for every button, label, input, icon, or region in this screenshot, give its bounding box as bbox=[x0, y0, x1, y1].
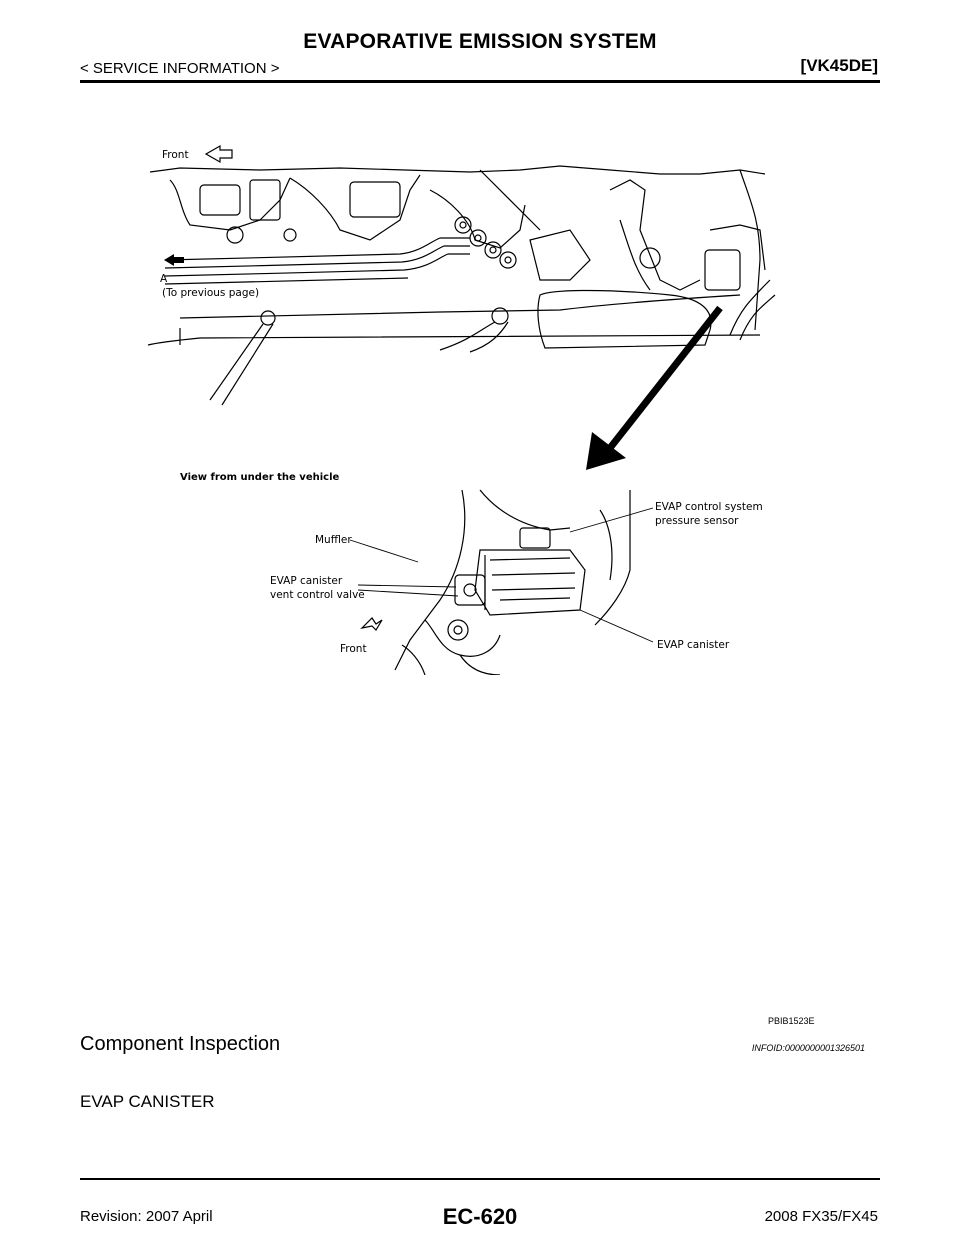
canister-label: EVAP canister bbox=[657, 639, 730, 651]
evap-canister-subheading: EVAP CANISTER bbox=[80, 1092, 215, 1111]
header-rule bbox=[80, 80, 880, 83]
a-arrow-icon bbox=[164, 254, 184, 266]
a-marker-label: A bbox=[160, 273, 168, 285]
pressure-sensor-label-line2: pressure sensor bbox=[655, 515, 739, 527]
revision-label: Revision: 2007 April bbox=[80, 1208, 213, 1225]
front-label-bottom: Front bbox=[340, 643, 367, 655]
vehicle-model: 2008 FX35/FX45 bbox=[764, 1208, 878, 1225]
component-inspection-heading: Component Inspection bbox=[80, 1033, 281, 1055]
arrow-head-icon bbox=[586, 432, 626, 470]
muffler-label: Muffler bbox=[315, 534, 352, 546]
to-previous-label: (To previous page) bbox=[162, 287, 259, 299]
diagonal-pointer-arrow bbox=[607, 305, 723, 451]
view-caption: View from under the vehicle bbox=[180, 472, 340, 483]
page-title: EVAPORATIVE EMISSION SYSTEM bbox=[303, 30, 657, 53]
front-label-top: Front bbox=[162, 149, 189, 161]
front-arrow-icon bbox=[204, 144, 233, 164]
pressure-sensor-label-line1: EVAP control system bbox=[655, 501, 763, 513]
info-id: INFOID:0000000001326501 bbox=[751, 1043, 865, 1053]
vent-valve-label-line1: EVAP canister bbox=[270, 575, 343, 587]
engine-model-label: [VK45DE] bbox=[800, 56, 878, 75]
footer-rule bbox=[80, 1178, 880, 1180]
evap-system-diagram: Front A (To previous page) View from und… bbox=[147, 144, 776, 675]
section-label: < SERVICE INFORMATION > bbox=[80, 60, 280, 77]
front-arrow-small-icon bbox=[360, 617, 383, 631]
vent-valve-label-line2: vent control valve bbox=[270, 589, 365, 601]
page-number: EC-620 bbox=[442, 1204, 518, 1229]
figure-id: PBIB1523E bbox=[768, 1016, 815, 1026]
